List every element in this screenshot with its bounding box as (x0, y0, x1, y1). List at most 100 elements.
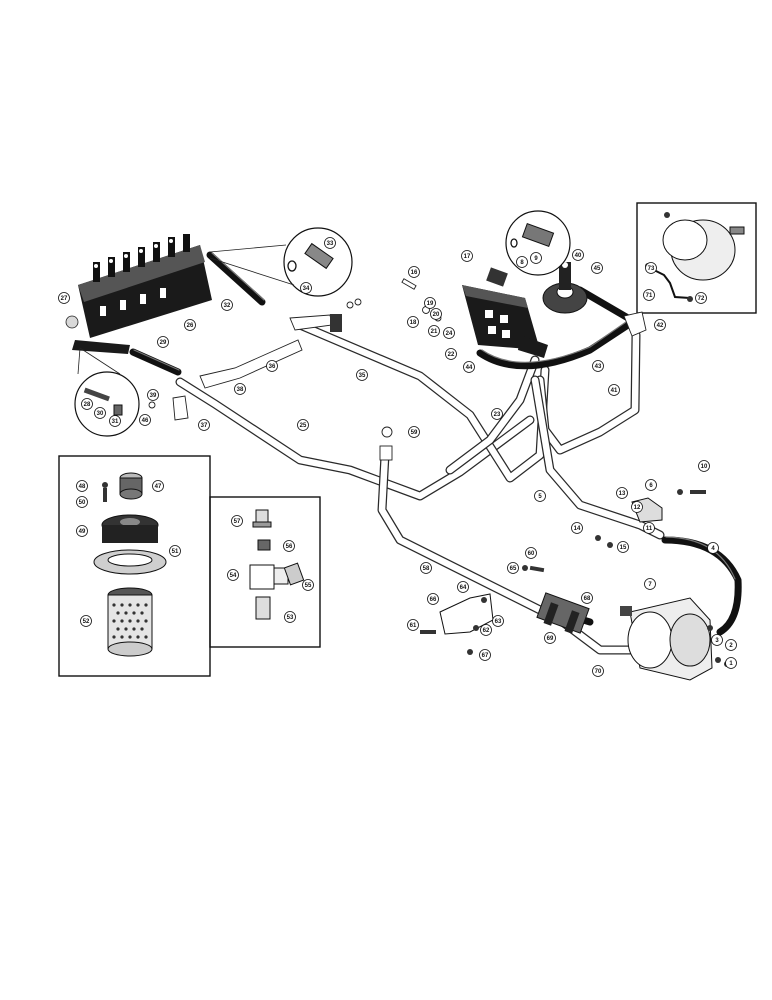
callout-66: 66 (427, 593, 439, 605)
svg-text:56: 56 (286, 544, 293, 550)
svg-text:59: 59 (411, 430, 418, 436)
svg-text:8: 8 (520, 260, 524, 266)
detail-circle-valve-port (505, 210, 571, 276)
callout-71: 71 (643, 289, 655, 301)
svg-text:11: 11 (646, 526, 653, 532)
callout-65: 65 (507, 562, 519, 574)
callout-59: 59 (408, 426, 420, 438)
svg-text:18: 18 (410, 320, 417, 326)
callout-50: 50 (76, 496, 88, 508)
callout-20: 20 (430, 308, 442, 320)
main-control-valve-bank (65, 234, 212, 354)
svg-text:21: 21 (431, 329, 438, 335)
flange-fitting (542, 262, 588, 314)
callout-17: 17 (461, 250, 473, 262)
svg-text:36: 36 (269, 364, 276, 370)
callout-61: 61 (407, 619, 419, 631)
callout-27: 27 (58, 292, 70, 304)
callout-31: 31 (109, 415, 121, 427)
svg-text:54: 54 (230, 573, 237, 579)
filter-assembly (93, 472, 167, 657)
callout-63: 63 (492, 615, 504, 627)
svg-text:68: 68 (584, 596, 591, 602)
svg-text:38: 38 (237, 387, 244, 393)
callout-39: 39 (147, 389, 159, 401)
callout-70: 70 (592, 665, 604, 677)
callout-4: 4 (707, 542, 719, 554)
callout-18: 18 (407, 316, 419, 328)
svg-text:55: 55 (305, 583, 312, 589)
part-callouts: 1 2 3 4 5 6 7 8 9 10 11 12 13 14 15 16 1… (58, 237, 737, 677)
callout-26: 26 (184, 319, 196, 331)
svg-text:14: 14 (574, 526, 581, 532)
svg-text:46: 46 (142, 418, 149, 424)
callout-16: 16 (408, 266, 420, 278)
callout-43: 43 (592, 360, 604, 372)
svg-text:16: 16 (411, 270, 418, 276)
callout-14: 14 (571, 522, 583, 534)
pump-detail (645, 212, 745, 302)
callout-28: 28 (81, 398, 93, 410)
hydraulic-pump (620, 597, 713, 681)
svg-text:4: 4 (711, 546, 715, 552)
callout-55: 55 (302, 579, 314, 591)
svg-text:73: 73 (648, 266, 655, 272)
auxiliary-valve (462, 267, 548, 358)
callout-7: 7 (644, 578, 656, 590)
callout-41: 41 (608, 384, 620, 396)
callout-6: 6 (645, 479, 657, 491)
callout-62: 62 (480, 624, 492, 636)
callout-32: 32 (221, 299, 233, 311)
callout-58: 58 (420, 562, 432, 574)
pump-detail-frame (636, 202, 757, 314)
callout-54: 54 (227, 569, 239, 581)
callout-36: 36 (266, 360, 278, 372)
callout-1: 1 (725, 657, 737, 669)
svg-text:71: 71 (646, 293, 653, 299)
svg-text:19: 19 (427, 301, 434, 307)
svg-text:39: 39 (150, 393, 157, 399)
svg-text:67: 67 (482, 653, 489, 659)
callout-46: 46 (139, 414, 151, 426)
callout-29: 29 (157, 336, 169, 348)
svg-text:44: 44 (466, 365, 473, 371)
svg-text:42: 42 (657, 323, 664, 329)
callout-52: 52 (80, 615, 92, 627)
svg-text:41: 41 (611, 388, 618, 394)
callout-8: 8 (516, 256, 528, 268)
callout-53: 53 (284, 611, 296, 623)
callout-21: 21 (428, 325, 440, 337)
callout-47: 47 (152, 480, 164, 492)
svg-text:52: 52 (83, 619, 90, 625)
svg-text:49: 49 (79, 529, 86, 535)
svg-text:70: 70 (595, 669, 602, 675)
svg-text:5: 5 (538, 494, 542, 500)
callout-19: 19 (424, 297, 436, 309)
callout-48: 48 (76, 480, 88, 492)
svg-text:40: 40 (575, 253, 582, 259)
callout-67: 67 (479, 649, 491, 661)
svg-text:2: 2 (729, 643, 733, 649)
callout-12: 12 (631, 501, 643, 513)
callout-44: 44 (463, 361, 475, 373)
callout-25: 25 (297, 419, 309, 431)
svg-text:57: 57 (234, 519, 241, 525)
svg-text:26: 26 (187, 323, 194, 329)
svg-text:25: 25 (300, 423, 307, 429)
callout-35: 35 (356, 369, 368, 381)
callout-22: 22 (445, 348, 457, 360)
svg-text:31: 31 (112, 419, 119, 425)
callout-51: 51 (169, 545, 181, 557)
callout-33: 33 (324, 237, 336, 249)
callout-72: 72 (695, 292, 707, 304)
svg-text:30: 30 (97, 411, 104, 417)
svg-text:15: 15 (620, 545, 627, 551)
callout-5: 5 (534, 490, 546, 502)
callout-3: 3 (711, 634, 723, 646)
tee-fitting-detail-frame (209, 496, 321, 648)
svg-text:50: 50 (79, 500, 86, 506)
svg-text:9: 9 (534, 256, 538, 262)
svg-text:20: 20 (433, 312, 440, 318)
svg-text:63: 63 (495, 619, 502, 625)
